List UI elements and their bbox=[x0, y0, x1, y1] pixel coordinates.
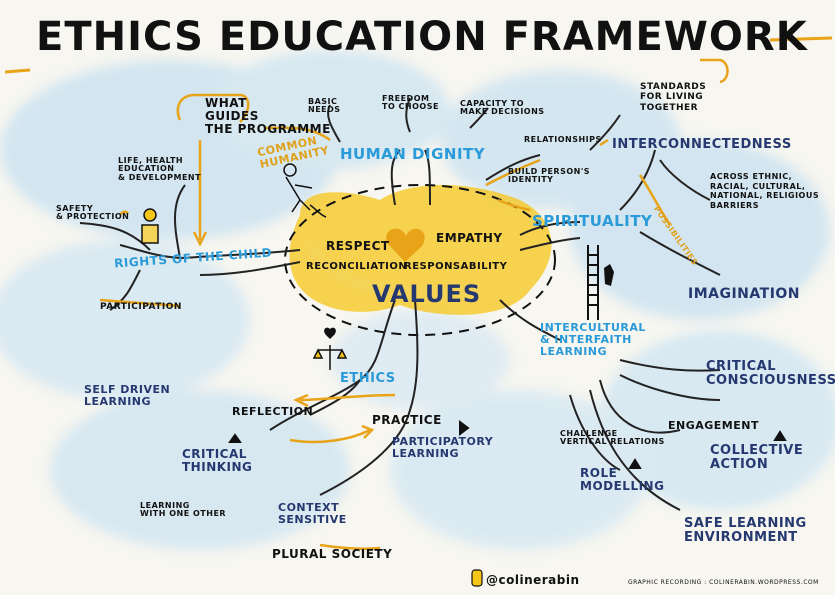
engagement-label: ENGAGEMENT bbox=[668, 419, 759, 432]
empathy-label: EMPATHY bbox=[436, 231, 503, 245]
life-health-label: LIFE, HEALTH EDUCATION & DEVELOPMENT bbox=[118, 156, 202, 182]
interconnectedness-label: INTERCONNECTEDNESS bbox=[612, 137, 792, 152]
intercultural-label: INTERCULTURAL & INTERFAITH LEARNING bbox=[540, 321, 646, 359]
page-title: ETHICS EDUCATION FRAMEWORK bbox=[36, 14, 808, 60]
scale-icon bbox=[312, 327, 348, 370]
participatory-label: PARTICIPATORY LEARNING bbox=[392, 435, 494, 461]
context-sensitive-label: CONTEXT SENSITIVE bbox=[278, 501, 347, 527]
participation-label: PARTICIPATION bbox=[100, 302, 182, 312]
build-identity-label: BUILD PERSON'S IDENTITY bbox=[508, 167, 591, 185]
safe-environment-label: SAFE LEARNING ENVIRONMENT bbox=[684, 516, 807, 546]
self-driven-label: SELF DRIVEN LEARNING bbox=[84, 383, 171, 409]
challenge-label: CHALLENGE VERTICAL RELATIONS bbox=[560, 429, 665, 447]
critical-thinking-label: CRITICAL THINKING bbox=[182, 447, 253, 475]
standards-label: STANDARDS FOR LIVING TOGETHER bbox=[640, 82, 707, 113]
tree-branches bbox=[79, 97, 721, 511]
role-modelling-label: ROLE MODELLING bbox=[580, 466, 665, 494]
human-dignity-label: HUMAN DIGNITY bbox=[340, 145, 486, 163]
relationships-label: RELATIONSHIPS bbox=[524, 135, 602, 144]
ethics-label: ETHICS bbox=[340, 371, 396, 386]
orange-connectors bbox=[99, 58, 729, 551]
across-barriers-label: ACROSS ETHNIC, RACIAL, CULTURAL, NATIONA… bbox=[710, 172, 820, 210]
child-icon bbox=[141, 208, 159, 244]
safety-label: SAFETY & PROTECTION bbox=[56, 204, 130, 222]
collective-action-label: COLLECTIVE ACTION bbox=[710, 443, 804, 473]
credit-handle: @colinerabin bbox=[486, 573, 580, 587]
values-heart-blob bbox=[289, 185, 552, 315]
credit-note: GRAPHIC RECORDING : COLINERABIN.WORDPRES… bbox=[628, 579, 819, 586]
critical-consciousness-label: CRITICAL CONSCIOUSNESS bbox=[706, 359, 835, 389]
imagination-label: IMAGINATION bbox=[688, 286, 801, 302]
ladder-icon bbox=[587, 245, 599, 320]
plural-society-label: PLURAL SOCIETY bbox=[272, 547, 393, 561]
capacity-label: CAPACITY TO MAKE DECISIONS bbox=[460, 99, 545, 117]
reflection-label: REFLECTION bbox=[232, 405, 314, 418]
climbing-figure-icon bbox=[604, 264, 614, 286]
values-label: VALUES bbox=[372, 280, 482, 308]
respect-label: RESPECT bbox=[326, 239, 390, 253]
learning-others-label: LEARNING WITH ONE OTHER bbox=[140, 501, 227, 519]
spirituality-label: SPIRITUALITY bbox=[532, 212, 653, 230]
practice-label: PRACTICE bbox=[372, 413, 442, 427]
values-dashed-ring bbox=[284, 184, 556, 336]
guides-label: WHAT GUIDES THE PROGRAMME bbox=[205, 96, 331, 137]
freedom-label: FREEDOM TO CHOOSE bbox=[382, 94, 439, 112]
reconciliation-label: RECONCILIATION bbox=[306, 261, 408, 272]
heart-icon bbox=[386, 228, 425, 262]
basic-needs-label: BASIC NEEDS bbox=[308, 97, 341, 115]
pen-logo-icon bbox=[471, 569, 483, 587]
responsability-label: RESPONSABILITY bbox=[404, 261, 508, 272]
humanity-figure-icon bbox=[283, 163, 327, 218]
black-arrows bbox=[228, 420, 787, 469]
